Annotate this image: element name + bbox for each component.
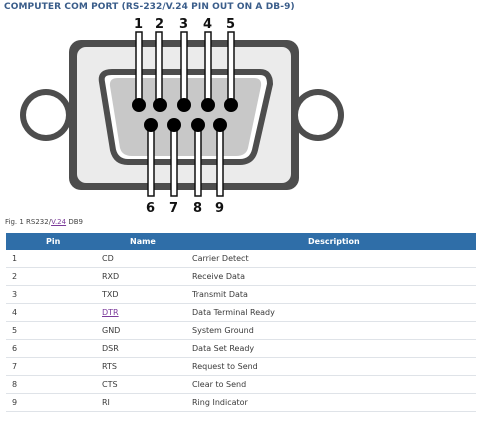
pin-label-9: 9: [215, 201, 224, 216]
table-row: 2 RXD Receive Data: [6, 267, 476, 286]
cell-description: Ring Indicator: [188, 393, 476, 412]
table-row: 3 TXD Transmit Data: [6, 285, 476, 304]
header-pin: Pin: [6, 233, 98, 250]
table-row: 5 GND System Ground: [6, 321, 476, 340]
caption-link-v24[interactable]: V.24: [51, 218, 67, 226]
table-row: 7 RTS Request to Send: [6, 357, 476, 376]
table-row: 1 CD Carrier Detect: [6, 250, 476, 268]
table-header-row: Pin Name Description: [6, 233, 476, 250]
pin-label-3: 3: [179, 17, 188, 32]
figure-caption: Fig. 1 RS232/V.24 DB9: [5, 218, 83, 226]
pin-6: [144, 118, 158, 132]
pin-4: [201, 98, 215, 112]
mounting-hole-right-inner: [298, 95, 338, 135]
cell-name: RI: [98, 393, 188, 412]
cell-name: CTS: [98, 375, 188, 394]
cell-pin: 7: [6, 357, 98, 376]
pin-label-4: 4: [203, 17, 212, 32]
cell-description: Carrier Detect: [188, 250, 476, 268]
cell-name: RXD: [98, 267, 188, 286]
pin-3: [177, 98, 191, 112]
cell-pin: 1: [6, 250, 98, 268]
pin-label-2: 2: [155, 17, 164, 32]
cell-pin: 2: [6, 267, 98, 286]
cell-description: Transmit Data: [188, 285, 476, 304]
page-heading: COMPUTER COM PORT (RS-232/V.24 PIN OUT O…: [4, 2, 295, 12]
header-name: Name: [98, 233, 188, 250]
cell-description: System Ground: [188, 321, 476, 340]
cell-pin: 5: [6, 321, 98, 340]
pin-5: [224, 98, 238, 112]
dtr-link[interactable]: DTR: [102, 308, 119, 317]
caption-suffix: DB9: [66, 218, 83, 226]
cell-description: Data Terminal Ready: [188, 303, 476, 322]
pin-label-6: 6: [146, 201, 155, 216]
cell-name: RTS: [98, 357, 188, 376]
cell-name: GND: [98, 321, 188, 340]
pin-label-7: 7: [169, 201, 178, 216]
cell-pin: 6: [6, 339, 98, 358]
table-row: 4 DTR Data Terminal Ready: [6, 303, 476, 322]
db9-connector-figure: 1 2 3 4 5 6 7 8 9: [0, 12, 483, 220]
pins: [132, 98, 238, 132]
cell-name: TXD: [98, 285, 188, 304]
pin-1: [132, 98, 146, 112]
pin-8: [191, 118, 205, 132]
pin-label-1: 1: [134, 17, 143, 32]
pin-2: [153, 98, 167, 112]
cell-name: CD: [98, 250, 188, 268]
mounting-hole-left-inner: [26, 95, 66, 135]
table-row: 8 CTS Clear to Send: [6, 375, 476, 394]
cell-pin: 9: [6, 393, 98, 412]
cell-name: DSR: [98, 339, 188, 358]
pinout-table: Pin Name Description 1 CD Carrier Detect…: [6, 233, 476, 412]
caption-prefix: Fig. 1 RS232/: [5, 218, 52, 226]
db9-connector-diagram: 1 2 3 4 5 6 7 8 9: [20, 17, 344, 216]
cell-pin: 4: [6, 303, 98, 322]
pin-9: [213, 118, 227, 132]
pin-label-5: 5: [226, 17, 235, 32]
table-row: 6 DSR Data Set Ready: [6, 339, 476, 358]
cell-pin: 3: [6, 285, 98, 304]
table-row: 9 RI Ring Indicator: [6, 393, 476, 412]
cell-description: Receive Data: [188, 267, 476, 286]
header-description: Description: [188, 233, 476, 250]
cell-description: Request to Send: [188, 357, 476, 376]
pin-7: [167, 118, 181, 132]
cell-pin: 8: [6, 375, 98, 394]
pin-label-8: 8: [193, 201, 202, 216]
cell-description: Clear to Send: [188, 375, 476, 394]
cell-description: Data Set Ready: [188, 339, 476, 358]
